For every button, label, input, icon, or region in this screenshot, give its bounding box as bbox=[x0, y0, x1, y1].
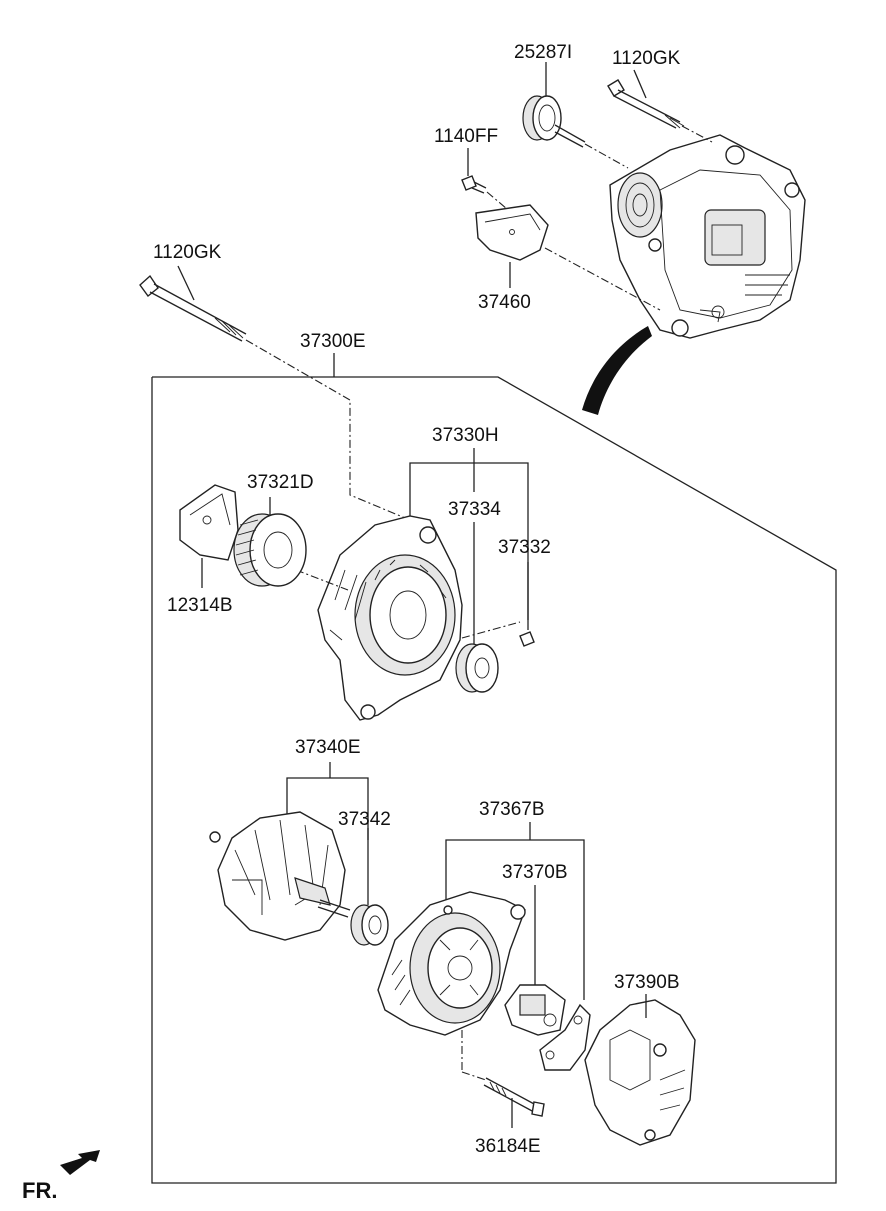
label-37334: 37334 bbox=[448, 499, 501, 520]
rear-cover-37390B-illustration bbox=[584, 994, 696, 1146]
front-direction-arrow-icon bbox=[60, 1150, 100, 1175]
rear-housing-illustration bbox=[377, 891, 526, 1036]
label-37390B: 37390B bbox=[614, 972, 680, 993]
rotor-37340E-illustration bbox=[209, 811, 351, 941]
assembly-boundary bbox=[151, 376, 837, 1184]
label-37330H: 37330H bbox=[432, 425, 499, 446]
bolt-1140FF-illustration bbox=[461, 148, 487, 194]
bearing-37334-illustration bbox=[455, 643, 499, 693]
label-1120GK-top: 1120GK bbox=[612, 48, 681, 69]
bracket-37460-illustration bbox=[475, 204, 549, 288]
cap-12314B-illustration bbox=[179, 484, 239, 588]
screw-37332-illustration bbox=[519, 562, 535, 647]
label-1120GK-left: 1120GK bbox=[153, 242, 222, 263]
alternator-assembly-top-illustration bbox=[609, 134, 806, 339]
label-37367B: 37367B bbox=[479, 799, 545, 820]
brush-holder-illustration bbox=[539, 1003, 591, 1071]
pulley-bolt-25287I-illustration bbox=[522, 62, 586, 148]
bolt-1120GK-top-illustration bbox=[607, 69, 685, 129]
label-37332: 37332 bbox=[498, 537, 551, 558]
bolt-1120GK-left-illustration bbox=[139, 265, 247, 342]
label-37300E: 37300E bbox=[300, 331, 366, 352]
label-25287I: 25287I bbox=[514, 42, 572, 63]
front-housing-illustration bbox=[317, 515, 463, 721]
regulator-37370B-illustration bbox=[504, 984, 566, 1036]
label-37370B: 37370B bbox=[502, 862, 568, 883]
bearing-37342-illustration bbox=[350, 904, 389, 946]
label-37321D: 37321D bbox=[247, 472, 314, 493]
label-37342: 37342 bbox=[338, 809, 391, 830]
label-1140FF: 1140FF bbox=[434, 126, 498, 147]
assembly-arrow bbox=[582, 326, 652, 415]
label-37340E: 37340E bbox=[295, 737, 361, 758]
label-36184E: 36184E bbox=[475, 1136, 541, 1157]
pulley-37321D-illustration bbox=[233, 497, 307, 587]
front-direction-label: FR. bbox=[22, 1178, 57, 1203]
bolt-36184E-illustration bbox=[483, 1077, 545, 1128]
label-12314B: 12314B bbox=[167, 595, 233, 616]
label-37460: 37460 bbox=[478, 292, 531, 313]
